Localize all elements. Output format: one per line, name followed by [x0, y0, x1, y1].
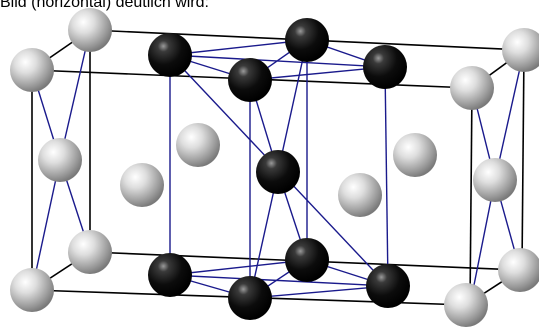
dark-atom — [228, 276, 272, 320]
light-atom — [120, 163, 164, 207]
light-atom — [38, 138, 82, 182]
light-atom — [68, 230, 112, 274]
dark-atom — [256, 150, 300, 194]
dark-atoms — [148, 18, 410, 320]
bond — [249, 66, 386, 81]
light-atom — [176, 123, 220, 167]
bond — [59, 29, 91, 161]
light-atom — [10, 48, 54, 92]
caption-text: Bild (horizontal) deutlich wird: — [0, 0, 209, 11]
dark-atom — [228, 58, 272, 102]
bond — [169, 274, 389, 287]
light-atom — [444, 283, 488, 327]
frame-edge — [521, 49, 525, 269]
bond — [249, 285, 389, 299]
dark-atom — [363, 45, 407, 89]
light-atom — [498, 248, 539, 292]
dark-atom — [148, 33, 192, 77]
bond — [169, 259, 308, 276]
dark-atom — [285, 18, 329, 62]
light-atom — [450, 66, 494, 110]
bond — [169, 39, 308, 56]
light-atom — [393, 133, 437, 177]
light-atom — [68, 8, 112, 52]
light-atoms — [10, 8, 539, 327]
light-atom — [502, 28, 539, 72]
frame-edge — [469, 87, 473, 306]
light-atom — [473, 158, 517, 202]
dark-atom — [285, 238, 329, 282]
bond — [384, 66, 389, 287]
bond — [494, 49, 525, 181]
bond — [277, 39, 308, 173]
dark-atom — [366, 264, 410, 308]
light-atom — [10, 268, 54, 312]
bond — [31, 159, 61, 291]
light-atom — [338, 173, 382, 217]
dark-atom — [148, 253, 192, 297]
